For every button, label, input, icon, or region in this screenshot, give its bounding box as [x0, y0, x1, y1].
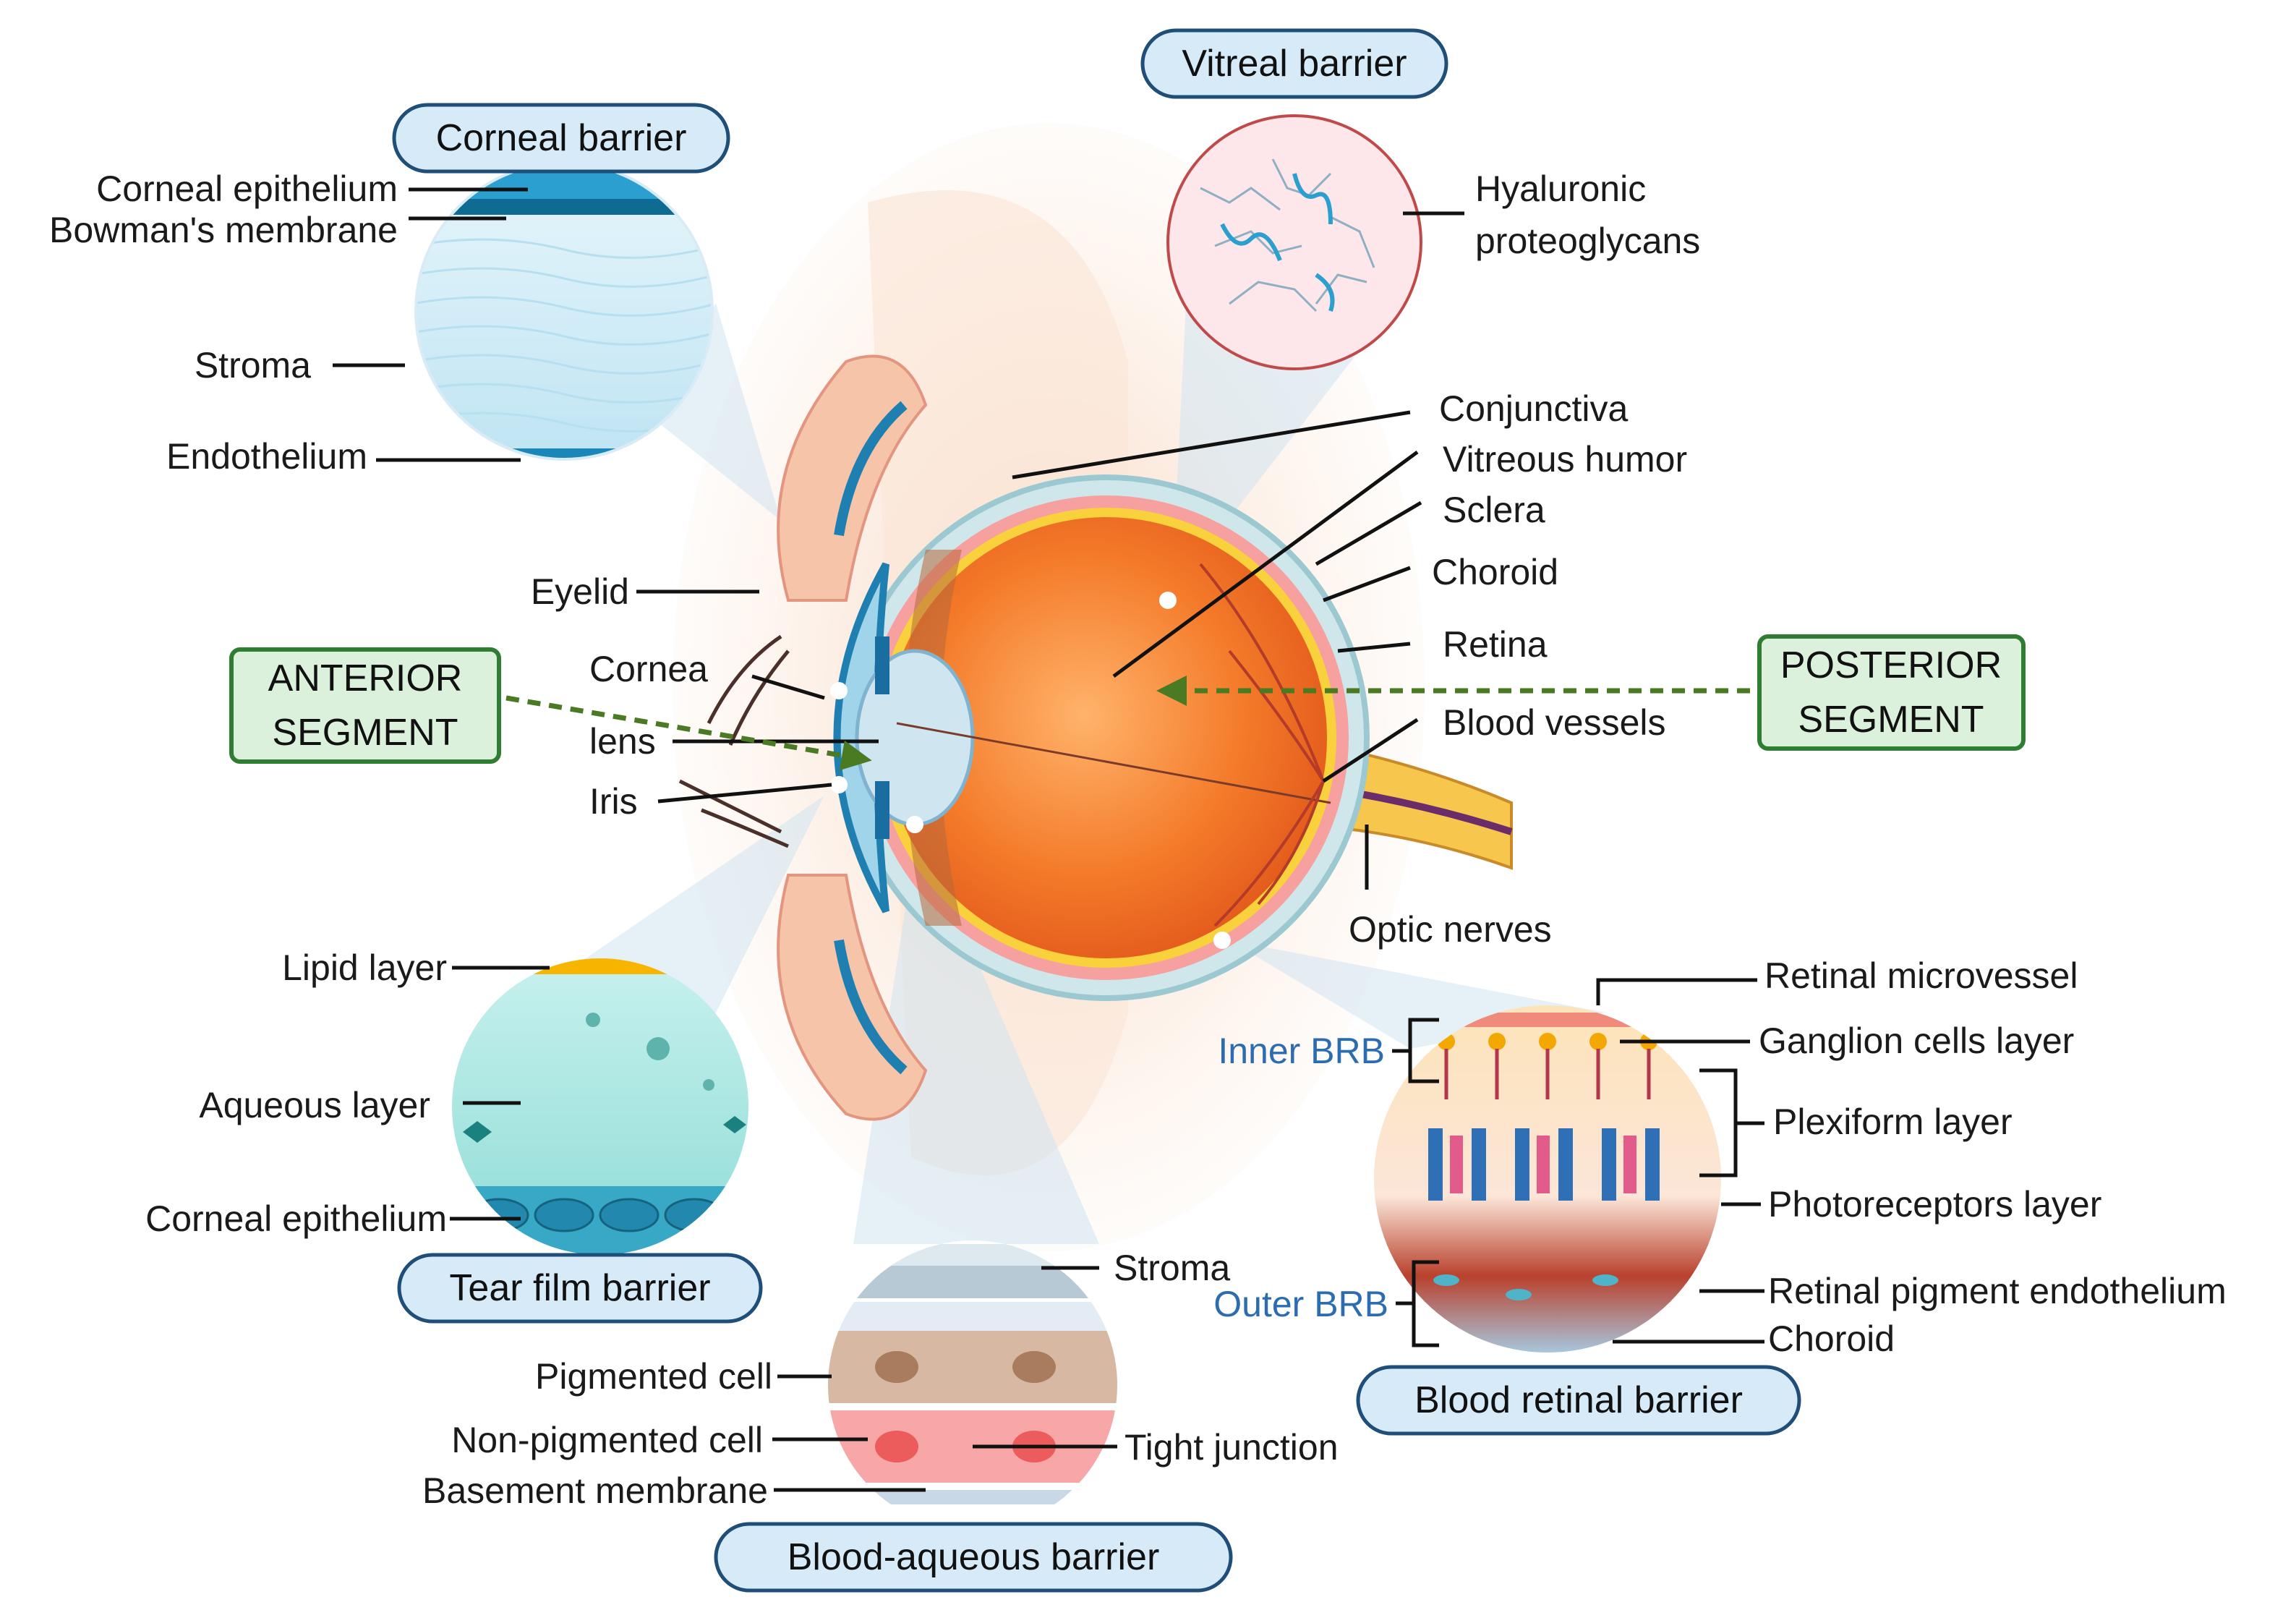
- eyelashes: [678, 634, 790, 848]
- lower-conjunctiva: [834, 939, 908, 1075]
- aqueous-stroma-label: Stroma: [1114, 1248, 1230, 1288]
- retinal-inset: [1374, 1005, 1721, 1353]
- tear-film-barrier-label: Tear film barrier: [449, 1267, 710, 1309]
- hyaluronic-label-line2: proteoglycans: [1475, 221, 1700, 261]
- iris-label: Iris: [589, 781, 638, 822]
- upper-conjunctiva: [834, 401, 908, 537]
- bowman-membrane-label: Bowman's membrane: [49, 210, 398, 250]
- hyaluronic-label-line1: Hyaluronic: [1475, 169, 1646, 209]
- tight-junction-label: Tight junction: [1124, 1427, 1339, 1468]
- marker-dot: [1159, 592, 1177, 609]
- conjunctiva-label: Conjunctiva: [1439, 388, 1628, 429]
- endothelium-label: Endothelium: [166, 436, 367, 477]
- anterior-label-line2: SEGMENT: [272, 712, 458, 754]
- iris-upper: [875, 636, 889, 694]
- vitreous-body: [886, 517, 1327, 958]
- retina-label: Retina: [1443, 624, 1548, 665]
- ganglion-cells-label: Ganglion cells layer: [1759, 1021, 2074, 1061]
- blood-retinal-barrier-label: Blood retinal barrier: [1414, 1379, 1743, 1421]
- lens-label: lens: [589, 721, 656, 762]
- vitreous-humor-label: Vitreous humor: [1443, 439, 1687, 480]
- lens-shape: [855, 649, 975, 827]
- marker-dot: [830, 776, 848, 793]
- anterior-segment-box: ANTERIOR SEGMENT: [229, 647, 501, 764]
- marker-dot: [1213, 932, 1231, 949]
- vitreal-barrier-label: Vitreal barrier: [1182, 43, 1407, 85]
- optic-nerves-label: Optic nerves: [1349, 909, 1552, 950]
- retinal-microvessel-label: Retinal microvessel: [1764, 955, 2078, 996]
- aqueous-inset: [828, 1240, 1117, 1530]
- posterior-label-line2: SEGMENT: [1798, 699, 1984, 741]
- corneal-zoom-cone: [636, 304, 781, 521]
- aqueous-zoom-cone: [853, 825, 1099, 1244]
- non-pigmented-cell-label: Non-pigmented cell: [451, 1420, 763, 1460]
- blood-aqueous-barrier-pill: Blood-aqueous barrier: [714, 1522, 1233, 1593]
- tear-film-barrier-pill: Tear film barrier: [397, 1253, 763, 1324]
- sclera-label: Sclera: [1443, 490, 1545, 530]
- anterior-arrow: [505, 695, 872, 771]
- basement-membrane-label: Basement membrane: [422, 1470, 768, 1511]
- corneal-epithelium-label: Corneal epithelium: [96, 169, 398, 209]
- corneal-stroma-label: Stroma: [195, 345, 311, 386]
- marker-dot: [830, 682, 848, 699]
- corneal-barrier-pill: Corneal barrier: [392, 103, 730, 174]
- anterior-label-line1: ANTERIOR: [268, 657, 463, 699]
- vitreal-barrier-pill: Vitreal barrier: [1140, 28, 1448, 99]
- eyelid-label: Eyelid: [531, 571, 629, 612]
- vitreal-inset: [1168, 116, 1421, 369]
- posterior-label-line1: POSTERIOR: [1780, 644, 2002, 686]
- retinal-vessels: [1199, 563, 1325, 927]
- blood-vessels-label: Blood vessels: [1443, 702, 1666, 743]
- cornea-label: Cornea: [589, 649, 708, 689]
- lipid-layer-label: Lipid layer: [282, 947, 447, 988]
- retinal-choroid-label: Choroid: [1768, 1319, 1895, 1359]
- marker-dot: [906, 816, 923, 833]
- pigmented-cell-label: Pigmented cell: [535, 1356, 772, 1397]
- inner-brb-label: Inner BRB: [1218, 1031, 1385, 1071]
- posterior-segment-box: POSTERIOR SEGMENT: [1757, 634, 2026, 751]
- aqueous-layer-label: Aqueous layer: [199, 1085, 430, 1125]
- tear-corneal-epithelium-label: Corneal epithelium: [145, 1198, 447, 1239]
- outer-brb-label: Outer BRB: [1213, 1284, 1388, 1324]
- rpe-label: Retinal pigment endothelium: [1768, 1271, 2227, 1311]
- plexiform-layer-label: Plexiform layer: [1773, 1102, 2013, 1142]
- choroid-label: Choroid: [1432, 552, 1558, 592]
- blood-retinal-barrier-pill: Blood retinal barrier: [1356, 1365, 1801, 1436]
- optic-axis: [896, 722, 1331, 804]
- iris-lower: [875, 781, 889, 839]
- blood-aqueous-barrier-label: Blood-aqueous barrier: [788, 1536, 1160, 1578]
- photoreceptors-label: Photoreceptors layer: [1768, 1184, 2101, 1224]
- leader-lines: [333, 187, 1764, 1492]
- corneal-barrier-label: Corneal barrier: [436, 117, 687, 159]
